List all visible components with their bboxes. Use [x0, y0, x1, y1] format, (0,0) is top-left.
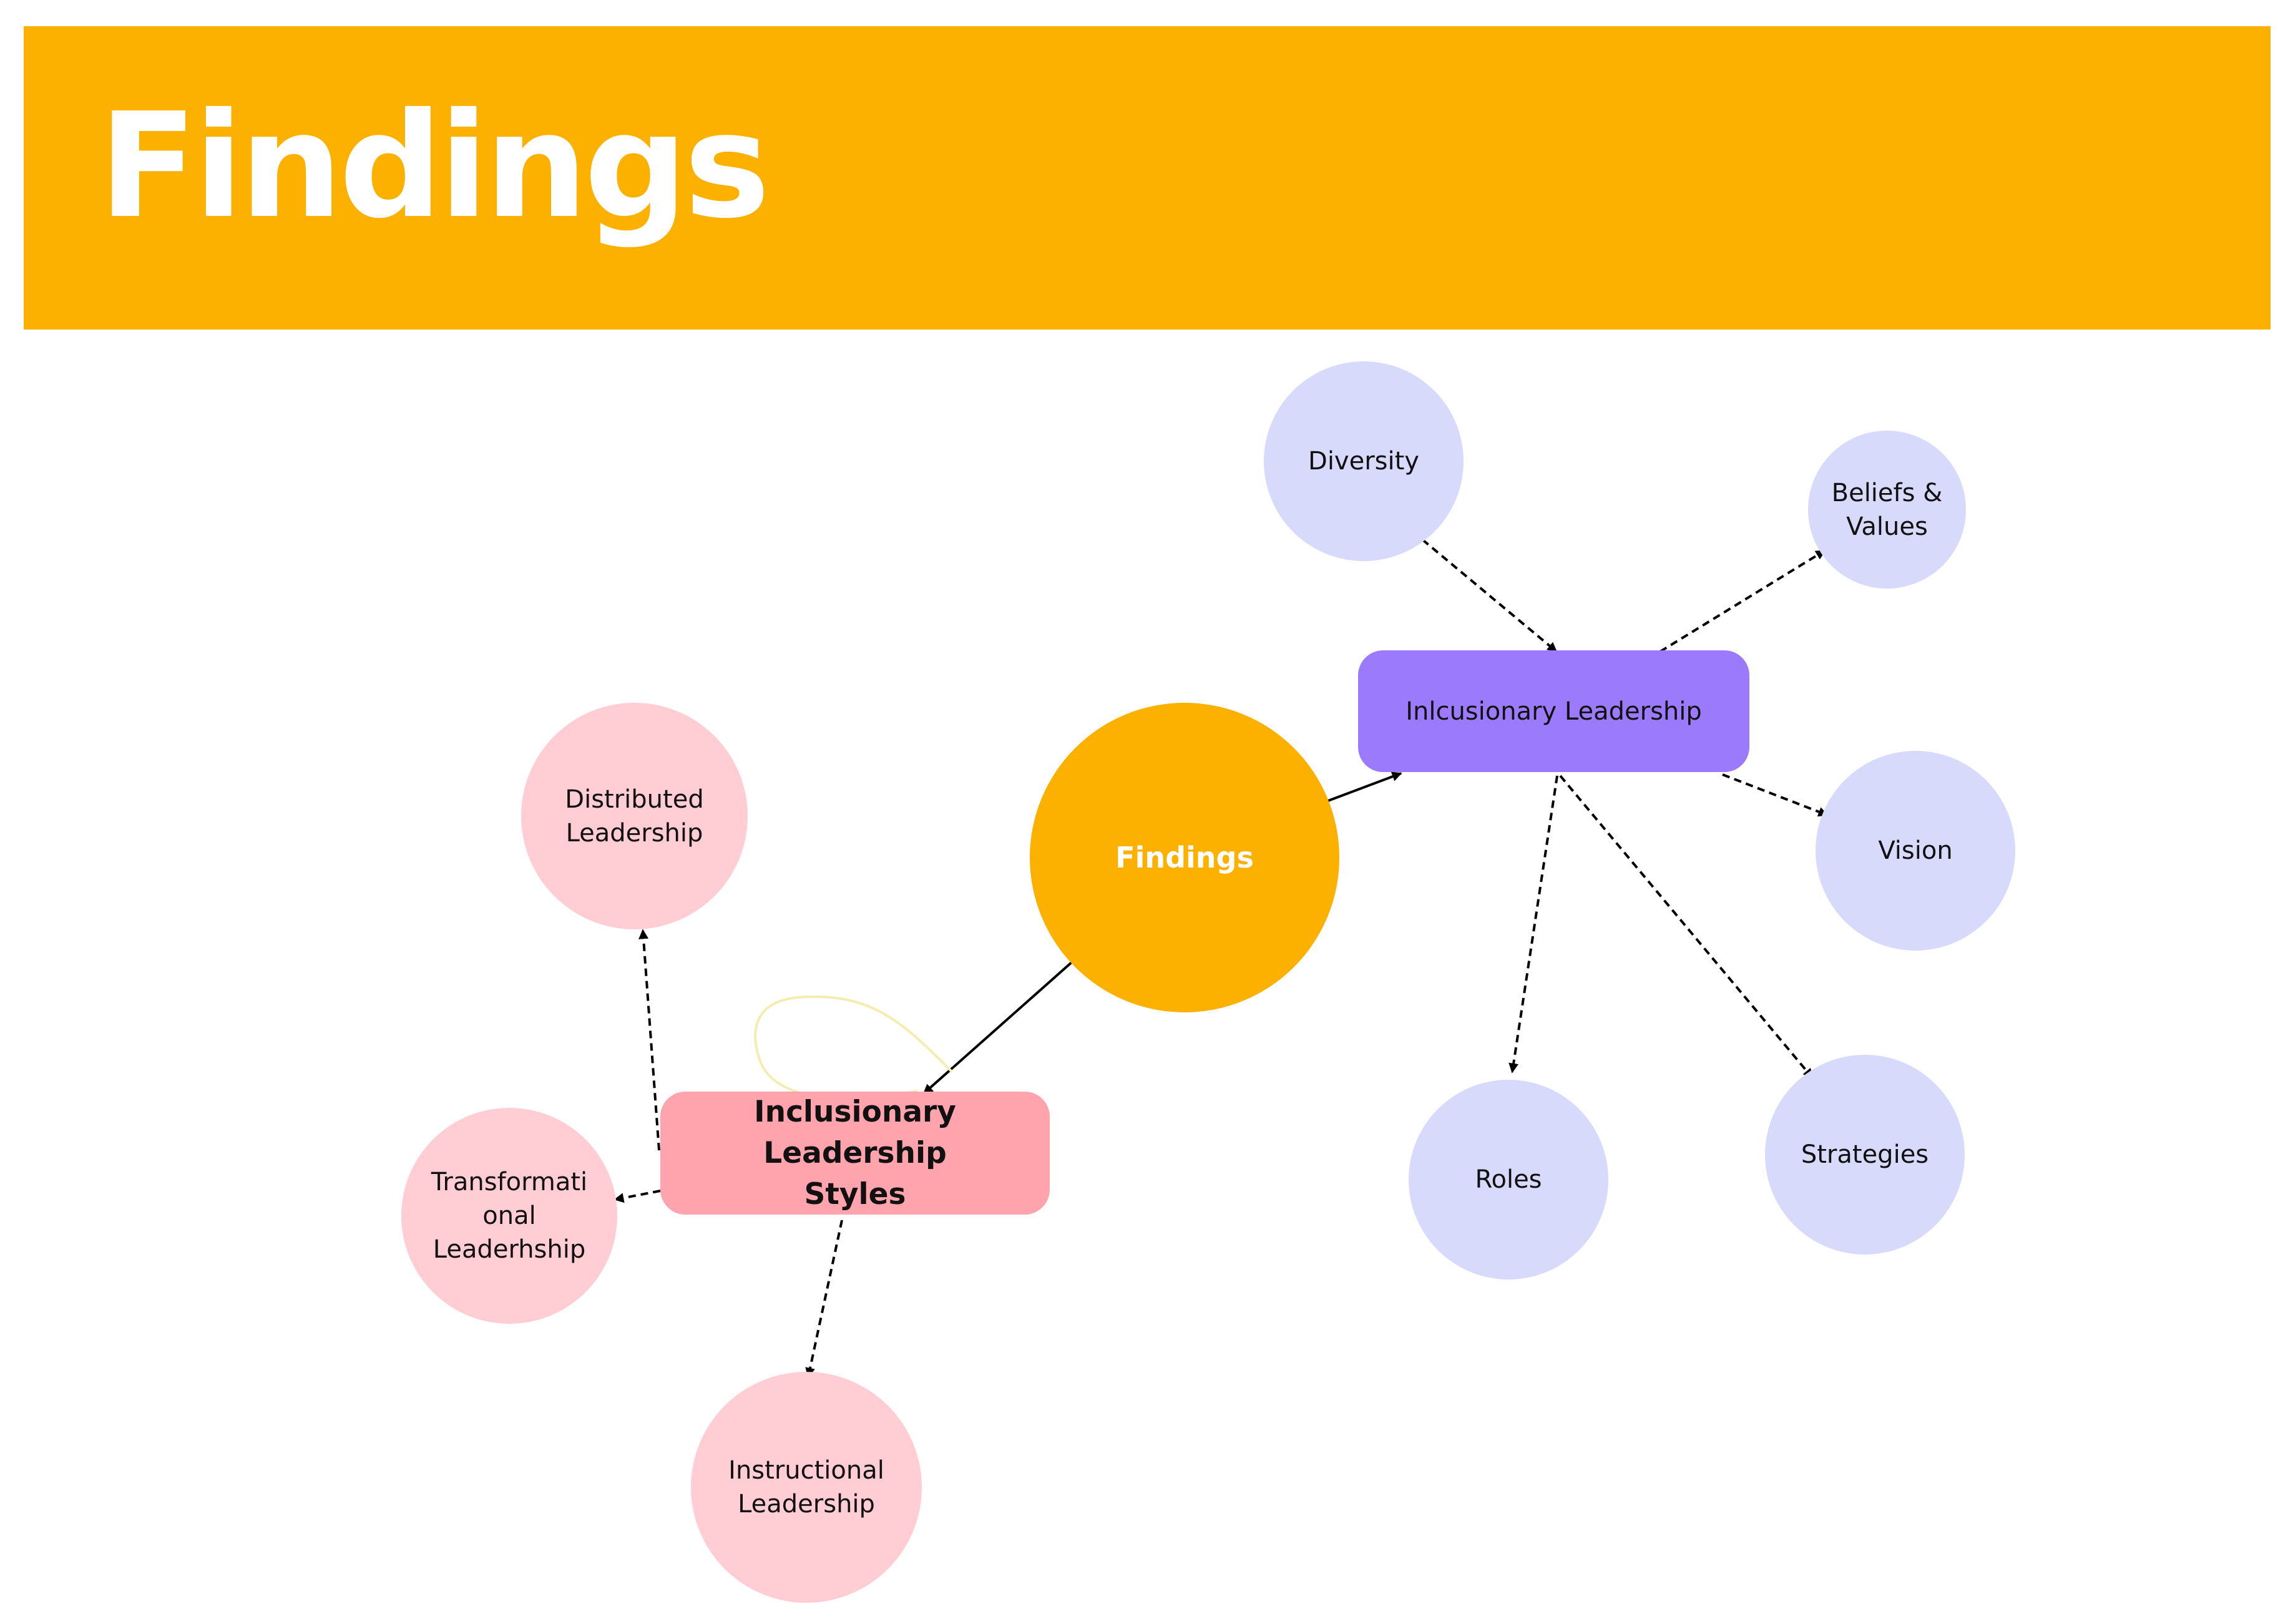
node-vision: Vision — [1816, 751, 2015, 951]
node-roles: Roles — [1409, 1080, 1608, 1279]
node-inclusionary-leadership-styles-label: Inclusionary Leadership Styles — [754, 1094, 956, 1211]
node-distributed-leadership: Distributed Leadership — [521, 703, 748, 929]
edge-inclusionary-to-beliefs — [1659, 549, 1826, 653]
node-inlcusionary-leadership-label: Inlcusionary Leadership — [1406, 697, 1702, 726]
page-title: Findings — [99, 82, 770, 250]
node-instructional-leadership: Instructional Leadership — [691, 1372, 922, 1603]
edge-inclusionary-to-strategies — [1559, 775, 1814, 1079]
edge-styles-to-transformational — [614, 1190, 661, 1203]
edge-core-to-inclusionary — [1327, 771, 1402, 802]
edge-inclusionary-to-vision — [1722, 773, 1829, 817]
header-banner: Findings — [24, 26, 2271, 330]
node-diversity: Diversity — [1264, 361, 1464, 561]
node-core-findings-label: Findings — [1115, 841, 1254, 874]
node-transformational-leadership-label: Transformati onal Leaderhship — [431, 1168, 588, 1264]
edge-diversity-to-inclusionary — [1412, 531, 1558, 653]
node-instructional-leadership-label: Instructional Leadership — [728, 1456, 884, 1519]
node-beliefs-values-label: Beliefs & Values — [1831, 478, 1943, 541]
node-transformational-leadership: Transformati onal Leaderhship — [401, 1108, 617, 1324]
node-beliefs-values: Beliefs & Values — [1808, 431, 1966, 589]
edge-styles-to-distributed — [638, 929, 660, 1151]
scribble-mark — [754, 995, 953, 1100]
node-vision-label: Vision — [1878, 836, 1953, 865]
node-inclusionary-leadership-styles: Inclusionary Leadership Styles — [660, 1092, 1050, 1215]
node-core-findings: Findings — [1030, 703, 1339, 1012]
edge-core-to-styles — [922, 961, 1073, 1095]
node-strategies-label: Strategies — [1801, 1140, 1929, 1169]
node-roles-label: Roles — [1475, 1165, 1542, 1194]
node-distributed-leadership-label: Distributed Leadership — [565, 785, 704, 848]
node-diversity-label: Diversity — [1308, 447, 1419, 476]
edge-styles-to-instructional — [805, 1220, 843, 1378]
node-inlcusionary-leadership: Inlcusionary Leadership — [1358, 650, 1749, 772]
edge-inclusionary-to-roles — [1508, 775, 1558, 1074]
node-strategies: Strategies — [1765, 1055, 1965, 1255]
